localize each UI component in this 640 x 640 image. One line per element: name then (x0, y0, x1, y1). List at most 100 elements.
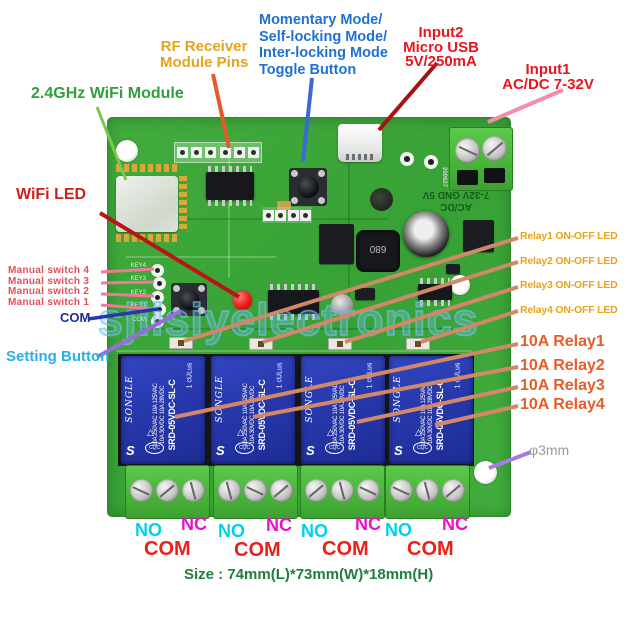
terminal-screw[interactable] (182, 479, 205, 502)
terminal-screw[interactable] (218, 479, 241, 502)
terminal-screw[interactable] (416, 479, 439, 502)
terminal2-no-label: NO (218, 521, 245, 541)
terminal-slot (457, 170, 478, 185)
relay-model: SRD-05VDC-SL-C (167, 379, 177, 451)
relay-brand: SONGLE (393, 375, 403, 423)
voltage-regulator (319, 224, 354, 264)
terminal-screw[interactable] (244, 479, 267, 502)
power-terminal-block (449, 127, 513, 191)
power-inductor: 680 (356, 230, 400, 272)
toggle-button-label: Momentary Mode/ Self-locking Mode/ Inter… (259, 12, 388, 78)
terminal-screw[interactable] (390, 479, 413, 502)
relay-3: SONGLE 10A 250VAC 10A 125VAC 10A 30VDC 1… (301, 356, 385, 464)
mode-toggle-button[interactable] (289, 168, 327, 206)
terminal-screw[interactable] (482, 136, 507, 161)
relay-cert: 1 cULus (186, 362, 194, 389)
relay-cert: 1 cULus (276, 362, 284, 389)
terminal3-com-label: COM (322, 538, 369, 560)
relay-brand: SONGLE (215, 375, 225, 423)
size-label: Size : 74mm(L)*73mm(W)*18mm(H) (184, 566, 434, 583)
wifi-module-label: 2.4GHz WiFi Module (31, 85, 184, 102)
wifi-module-pads-bottom (116, 234, 178, 242)
manual-switch1-label: Manual switch 1 (8, 296, 90, 308)
terminal2-com-label: COM (234, 539, 281, 561)
relay2-led-label: Relay2 ON-OFF LED (520, 254, 618, 267)
triangle-mark: △ (415, 427, 422, 437)
mounting-hole-mid-right (450, 275, 470, 295)
pcb-trace (126, 256, 276, 258)
silk-key3: KEY3 (130, 276, 146, 283)
relay4-led-label: Relay4 ON-OFF LED (520, 303, 618, 316)
output-terminal-4 (385, 465, 470, 519)
triangle-mark: △ (327, 427, 334, 437)
relay2-label: 10A Relay2 (520, 357, 605, 374)
terminal-screw[interactable] (331, 479, 354, 502)
relay-logo: S (394, 443, 403, 458)
relay-model: SRD-05VDC-SL-C (257, 379, 267, 451)
terminal4-no-label: NO (385, 520, 412, 540)
mounting-hole-top-left (116, 140, 138, 162)
via-pad (400, 152, 414, 166)
relay3-led-label: Relay3 ON-OFF LED (520, 279, 618, 291)
relay-cert: 1 cULus (454, 362, 462, 389)
relay-cert: 1 cULus (366, 362, 374, 389)
terminal-screw[interactable] (455, 138, 480, 163)
relay-1: SONGLE 10A 250VAC 10A 125VAC 10A 30VDC 1… (121, 356, 205, 464)
terminal3-no-label: NO (301, 521, 328, 541)
terminal4-com-label: COM (407, 538, 454, 560)
silk-voltage: 7-32V GND 5V (422, 189, 490, 200)
watermark: sjlisiyelectronics (97, 293, 479, 346)
manual-switch3-label: Manual switch 3 (8, 275, 90, 287)
header-pad (233, 147, 245, 158)
terminal-screw[interactable] (442, 479, 465, 502)
terminal-screw[interactable] (357, 479, 380, 502)
silk-key4: KEY4 (130, 263, 146, 269)
header-pad (176, 147, 188, 158)
terminal-screw[interactable] (156, 479, 179, 502)
cqc-mark: CQC (413, 442, 432, 454)
relay-brand: SONGLE (125, 375, 135, 423)
header-pad (248, 147, 260, 158)
smd-part (446, 264, 460, 274)
terminal-screw[interactable] (270, 479, 293, 502)
terminal-screw[interactable] (130, 479, 153, 502)
terminal1-nc-label: NC (181, 514, 207, 534)
power-silkscreen: AC/DC 7-32V GND 5V (404, 188, 508, 212)
board-hole-dark (370, 188, 393, 211)
micro-usb-port (338, 124, 382, 162)
inductor-marking: 680 (369, 243, 387, 254)
header-pad (300, 209, 312, 221)
smd-capacitor (277, 201, 291, 210)
input2-label: Input2 Micro USB 5V/250mA (403, 24, 479, 70)
rf-pins-label: RF Receiver Module Pins (160, 38, 249, 71)
relay-2: SONGLE 10A 250VAC 10A 125VAC 10A 30VDC 1… (211, 356, 295, 464)
wifi-module-shield (116, 176, 178, 232)
relay-logo: S (306, 443, 315, 458)
header-pad (219, 147, 231, 158)
cqc-mark: CQC (145, 442, 164, 454)
setting-button-label: Setting Button (6, 348, 110, 365)
ic-soic16 (206, 166, 254, 206)
triangle-mark: △ (237, 427, 244, 437)
terminal-screw[interactable] (305, 479, 328, 502)
key3-pad (153, 277, 166, 290)
relay-logo: S (216, 443, 225, 458)
relay3-label: 10A Relay3 (520, 377, 605, 394)
terminal1-com-label: COM (144, 538, 191, 560)
relay-model: SRD-05VDC-SL-C (347, 379, 357, 451)
header-pad (205, 147, 217, 158)
relay-brand: SONGLE (305, 375, 315, 423)
relay-model: SRD-05VDC-SL-C (435, 379, 445, 451)
terminal2-nc-label: NC (266, 515, 292, 535)
input1-label: Input1 AC/DC 7-32V (502, 61, 594, 93)
cqc-mark: CQC (325, 442, 344, 454)
wifi-led-label: WiFi LED (16, 186, 87, 203)
manual-switch2-label: Manual switch 2 (8, 286, 90, 297)
header-pad (287, 209, 299, 221)
electrolytic-capacitor (403, 211, 449, 257)
mount-hole-label: φ3mm (529, 442, 570, 458)
key4-pad (151, 264, 164, 277)
pad-row (262, 207, 312, 223)
wifi-module-pads-right (179, 176, 187, 232)
